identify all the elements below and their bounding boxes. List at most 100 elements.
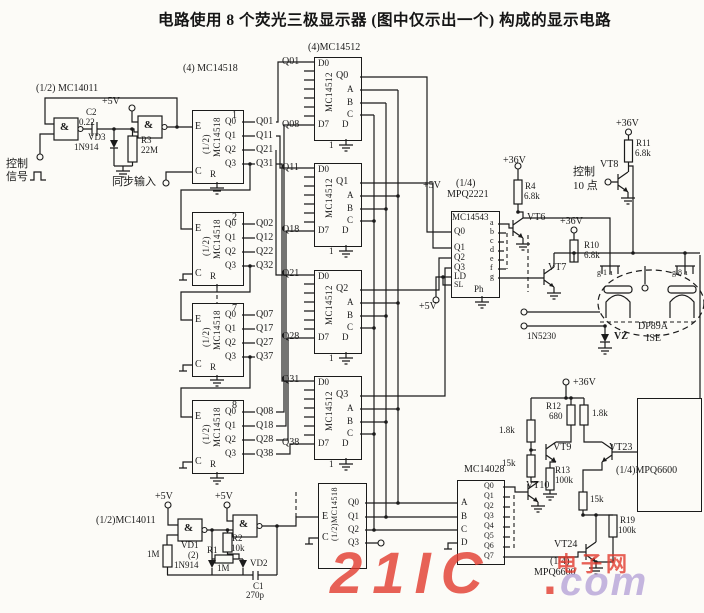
bcd-q3: Q3: [484, 511, 494, 520]
m1-c: C: [347, 109, 354, 119]
sync-input-label: 同步输入: [112, 176, 156, 188]
dec-d: d: [490, 245, 494, 254]
m2-num: 1: [329, 246, 334, 256]
bcd-mc14028-box: [457, 480, 505, 565]
wires-dashed: [216, 233, 696, 549]
c8-pin-e: E: [195, 411, 202, 422]
c7-name: MC14518: [212, 310, 222, 351]
c1-q0: Q0: [225, 116, 236, 126]
bcd-q1: Q1: [484, 491, 494, 500]
plus36v-r11: +36V: [616, 118, 639, 129]
m2-in-bot: Q18: [282, 224, 300, 235]
m1-a: A: [347, 84, 354, 94]
r-1m-left: 1M: [147, 549, 160, 559]
diode-symbols: [110, 140, 628, 568]
vd1-val: 1N914: [174, 560, 199, 570]
r-18k-left: 1.8k: [499, 425, 515, 435]
m3-in-bot: Q28: [282, 331, 300, 342]
mux-3-box: [314, 270, 362, 354]
c2-val: 0.22: [79, 117, 95, 127]
bcd-q7: Q7: [484, 551, 494, 560]
plus5v-osc-top: +5V: [102, 96, 120, 107]
c8-q2: Q2: [225, 434, 236, 444]
m3-d0: D0: [318, 271, 329, 281]
r11-val: 6.8k: [635, 148, 651, 158]
terminal-circles: [36, 104, 649, 547]
mpq6600-name: MPQ6600: [534, 567, 576, 578]
r2-ref: R2: [232, 533, 243, 543]
r13-ref: R13: [555, 465, 571, 475]
m4-a: A: [347, 403, 354, 413]
mc14028-name: MC14028: [464, 464, 505, 475]
c2-out2: Q22: [256, 246, 274, 257]
plus5v-mpq: +5V: [423, 180, 441, 191]
vd3-val: 1N914: [74, 142, 99, 152]
c2-out0: Q02: [256, 218, 274, 229]
c8-out1: Q18: [256, 420, 274, 431]
counter-7-box: [192, 303, 244, 377]
c2-ref: C2: [86, 107, 97, 117]
plus5v-osc2a: +5V: [155, 491, 173, 502]
m1-d: D: [342, 119, 349, 129]
c8-num: 8: [232, 400, 237, 411]
r13-val: 100k: [555, 475, 573, 485]
c2-pin-c: C: [195, 268, 202, 279]
r4-ref: R4: [525, 181, 536, 191]
c2-q2: Q2: [225, 246, 236, 256]
r3-val: 22M: [141, 145, 159, 155]
r2-val: 10k: [231, 543, 245, 553]
c1-pin-r: R: [210, 169, 217, 179]
m1-d7: D7: [318, 119, 329, 129]
plus36v-r10: +36V: [560, 216, 583, 227]
c1-pin-c: C: [195, 166, 202, 177]
r11-ref: R11: [636, 138, 651, 148]
c1-out2: Q21: [256, 144, 274, 155]
c8-q0: Q0: [225, 406, 236, 416]
dec-ph: Ph: [474, 284, 484, 294]
tube-name: DP89A: [638, 321, 669, 332]
watermark-dot: .: [543, 549, 557, 605]
m1-out: Q0: [336, 70, 349, 81]
c8-q1: Q1: [225, 420, 236, 430]
r19-val: 100k: [618, 525, 636, 535]
m1-name: MC14512: [324, 72, 334, 113]
c8-pin-c: C: [195, 456, 202, 467]
plus5v-osc2b: +5V: [215, 491, 233, 502]
c1-out3: Q31: [256, 158, 274, 169]
scan-q3: Q3: [348, 537, 359, 547]
m3-in-top: Q21: [282, 268, 300, 279]
c1-ref: C1: [253, 581, 264, 591]
vt24-label: VT24: [554, 539, 578, 550]
m1-in-bot: Q08: [282, 119, 300, 130]
c2-q0: Q0: [225, 218, 236, 228]
r1-ref: R1: [207, 545, 218, 555]
c1-pin-e: E: [195, 121, 202, 132]
m4-in-bot: Q38: [282, 437, 300, 448]
mpq2221-name: MPQ2221: [447, 189, 489, 200]
c1-num: 1: [232, 110, 237, 121]
r10-ref: R10: [584, 240, 600, 250]
c2-name: MC14518: [212, 219, 222, 260]
mux-2-box: [314, 163, 362, 247]
c7-out1: Q17: [256, 323, 274, 334]
m3-d7: D7: [318, 332, 329, 342]
bcd-c: C: [461, 524, 468, 534]
c1-out0: Q01: [256, 116, 274, 127]
c7-q1: Q1: [225, 323, 236, 333]
m4-in-top: Q31: [282, 374, 300, 385]
ctrl-signal-line1: 控制: [6, 158, 28, 170]
dec-ld: LD: [454, 271, 466, 281]
mc14543-name: MC14543: [452, 212, 489, 222]
watermark-cn: 电子网: [556, 553, 631, 576]
m2-d0: D0: [318, 164, 329, 174]
ground-symbols: [116, 144, 635, 575]
c7-out2: Q27: [256, 337, 274, 348]
mpq6600-frac: (1/4): [550, 556, 570, 567]
bcd-q6: Q6: [484, 541, 494, 550]
vz-name: VZ: [614, 331, 628, 342]
m1-num: 1: [329, 140, 334, 150]
scan-mc14518-box: [318, 483, 367, 569]
dec-q2: Q2: [454, 252, 465, 262]
c8-half: (1/2): [201, 424, 211, 444]
